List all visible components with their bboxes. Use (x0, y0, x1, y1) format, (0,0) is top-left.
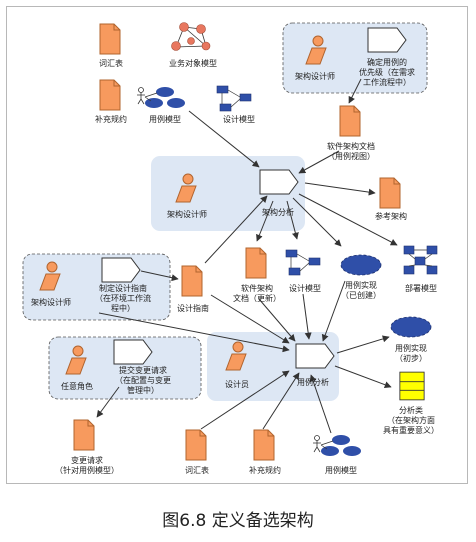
arrow-use-case-model-to-use-case-analysis (309, 374, 332, 434)
analysis-class-label-2: （在架构方面 (387, 415, 435, 425)
analysis-class-label-1: 分析类 (399, 405, 423, 415)
arrow-supplementary-to-use-case-analysis (262, 372, 300, 430)
supplementary-spec-bottom-label: 补充规约 (249, 465, 281, 475)
document-icon (253, 429, 275, 461)
submit-change-request-label-1: 提交变更请求 (119, 365, 167, 375)
deployment-model-icon (403, 245, 438, 275)
designer-label: 设计员 (225, 379, 249, 389)
prioritize-use-cases-label-2: 优先级（在需求 (359, 67, 415, 77)
arrow-sad-to-architectural-analysis (298, 150, 340, 174)
arrow-activity-to-design-guidelines (140, 270, 179, 282)
arrow-to-analysis-class (334, 365, 392, 389)
supplementary-spec-top-label: 补充规约 (95, 114, 127, 124)
activity-icon (113, 339, 153, 365)
arrow-design-model-to-use-case-analysis (302, 293, 312, 340)
use-case-model-icon (313, 434, 362, 457)
document-icon (185, 429, 207, 461)
design-guidelines-activity-label-1: 制定设计指南 (99, 283, 147, 293)
design-model-icon (285, 249, 321, 276)
architect-top-label: 架构设计师 (295, 71, 335, 81)
activity-icon (295, 343, 335, 369)
business-object-model-label: 业务对象模型 (169, 58, 217, 68)
arrow-to-sad-updated (256, 200, 274, 242)
use-case-realization-icon (390, 316, 432, 338)
architect-left-label: 架构设计师 (31, 297, 71, 307)
use-case-realization-icon (340, 254, 382, 276)
document-icon (99, 79, 121, 111)
activity-icon (367, 27, 407, 53)
document-icon (99, 23, 121, 55)
arrow-to-change-request (96, 386, 120, 418)
arrow-design-guidelines-to-architectural-analysis (204, 195, 268, 264)
use-case-analysis-label: 用例分析 (297, 377, 329, 387)
panel-change-request (48, 336, 202, 400)
design-model-mid-label: 设计模型 (289, 283, 321, 293)
use-case-model-top-label: 用例模型 (149, 114, 181, 124)
use-case-realization-created-label-2: （已创建） (341, 290, 381, 300)
analysis-class-label-3: 具有重要意义） (383, 425, 439, 435)
activity-icon (101, 257, 141, 283)
arrow-design-guidelines-to-use-case-analysis (210, 294, 290, 344)
arrow-left-to-use-case-analysis (98, 312, 290, 353)
arrow-prioritize-to-sad (348, 78, 362, 104)
arrow-to-design-model-mid (286, 200, 299, 240)
architect-center-label: 架构设计师 (167, 209, 207, 219)
arrow-to-deployment-model (298, 193, 398, 246)
document-icon (181, 265, 203, 297)
document-icon (73, 419, 95, 451)
prioritize-use-cases-label-1: 确定用例的 (367, 57, 407, 67)
use-case-realization-initial-label-1: 用例实现 (395, 343, 427, 353)
glossary-bottom-label: 词汇表 (185, 465, 209, 475)
sad-updated-label-1: 软件架构 (241, 283, 273, 293)
deployment-model-label: 部署模型 (405, 283, 437, 293)
activity-icon (259, 169, 299, 195)
architectural-analysis-label: 架构分析 (262, 207, 294, 217)
arrow-to-use-case-realization-created (292, 197, 342, 247)
reference-architecture-label: 参考架构 (375, 211, 407, 221)
use-case-realization-created-label-1: 用例实现 (345, 280, 377, 290)
glossary-top-label: 词汇表 (99, 58, 123, 68)
arrow-to-use-case-realization-initial (336, 335, 390, 354)
figure-caption: 图6.8 定义备选架构 (162, 511, 314, 531)
sad-view-label-1: 软件架构文档 (327, 141, 375, 151)
submit-change-request-label-3: 管理中） (127, 385, 159, 395)
change-request-label-2: （针对用例模型） (55, 465, 119, 475)
arrow-glossary-to-use-case-analysis (200, 370, 290, 430)
design-model-top-label: 设计模型 (223, 114, 255, 124)
arrow-use-case-model-to-architectural-analysis (188, 110, 260, 168)
workflow-diagram: 词汇表 业务对象模型 补充规约 用例模型 设计模型 架构设计师 确定用例的 优先… (22, 22, 439, 475)
business-object-model-icon (171, 22, 211, 51)
document-icon (339, 105, 361, 137)
any-role-label: 任意角色 (61, 381, 93, 391)
arrow-reference-architecture (304, 182, 376, 196)
sad-view-label-2: （用例视图） (327, 151, 375, 161)
document-icon (379, 177, 401, 209)
use-case-model-bottom-label: 用例模型 (325, 465, 357, 475)
design-guidelines-activity-label-2: （在环境工作流 (95, 293, 151, 303)
submit-change-request-label-2: （在配置与变更 (115, 375, 171, 385)
use-case-realization-initial-label-2: （初步） (395, 353, 427, 363)
use-case-model-icon (137, 86, 186, 109)
design-guidelines-activity-label-3: 程中） (111, 303, 135, 313)
change-request-label-1: 变更请求 (71, 455, 103, 465)
document-icon (245, 247, 267, 279)
prioritize-use-cases-label-3: 工作流程中） (363, 77, 411, 87)
analysis-class-icon (399, 371, 425, 401)
flow-arrows (96, 78, 398, 434)
diagram-frame: 词汇表 业务对象模型 补充规约 用例模型 设计模型 架构设计师 确定用例的 优先… (6, 6, 468, 484)
design-guidelines-label: 设计指南 (177, 303, 209, 313)
design-model-icon (216, 85, 252, 112)
arrow-use-case-realization-to-use-case-analysis (321, 280, 346, 342)
arrow-sad-updated-to-use-case-analysis (258, 298, 296, 342)
sad-updated-label-2: 文档（更新） (233, 293, 281, 303)
